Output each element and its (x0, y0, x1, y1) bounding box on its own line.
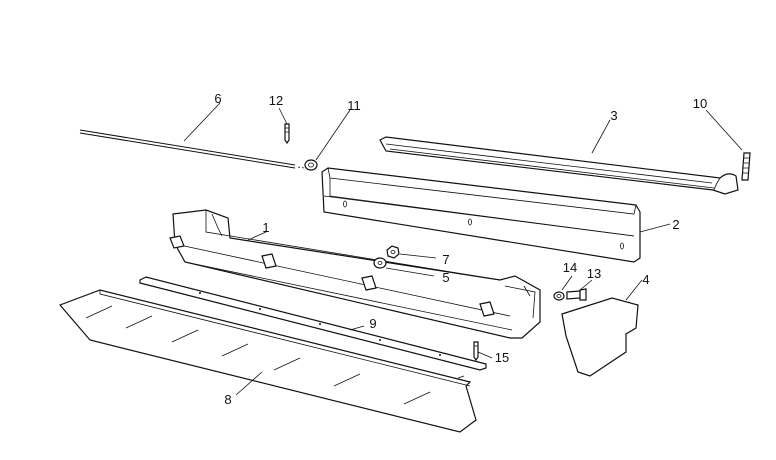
part-9-strip (139, 276, 487, 371)
part-10-spring (741, 152, 751, 181)
callout-13: 13 (587, 266, 601, 281)
part-2-channel (321, 167, 641, 263)
part-7-nut (386, 245, 400, 259)
callout-14: 14 (563, 260, 577, 275)
part-1-housing (169, 209, 541, 339)
part-11-washer (304, 159, 318, 171)
callout-15: 15 (495, 350, 509, 365)
part-6-rod (79, 129, 305, 169)
part-8-flap (58, 289, 477, 433)
callout-6: 6 (214, 91, 221, 106)
callout-4: 4 (642, 272, 649, 287)
callout-9: 9 (369, 316, 376, 331)
part-14-washer (553, 291, 565, 301)
callout-2: 2 (672, 217, 679, 232)
callout-5: 5 (442, 270, 449, 285)
callout-labels: 1 2 3 4 5 6 7 8 9 10 11 12 13 14 15 (214, 91, 707, 407)
callout-7: 7 (442, 252, 449, 267)
callout-1: 1 (262, 220, 269, 235)
callout-8: 8 (224, 392, 231, 407)
callout-11: 11 (347, 98, 361, 113)
leader-lines (183, 102, 743, 396)
callout-3: 3 (610, 108, 617, 123)
part-4-foam-block (561, 297, 639, 377)
part-5-washer (373, 257, 387, 269)
callout-12: 12 (269, 93, 283, 108)
part-3-cover (379, 136, 739, 195)
callout-10: 10 (693, 96, 707, 111)
part-12-pin (284, 123, 290, 145)
part-15-screw (473, 341, 479, 362)
part-13-bolt (566, 288, 587, 301)
